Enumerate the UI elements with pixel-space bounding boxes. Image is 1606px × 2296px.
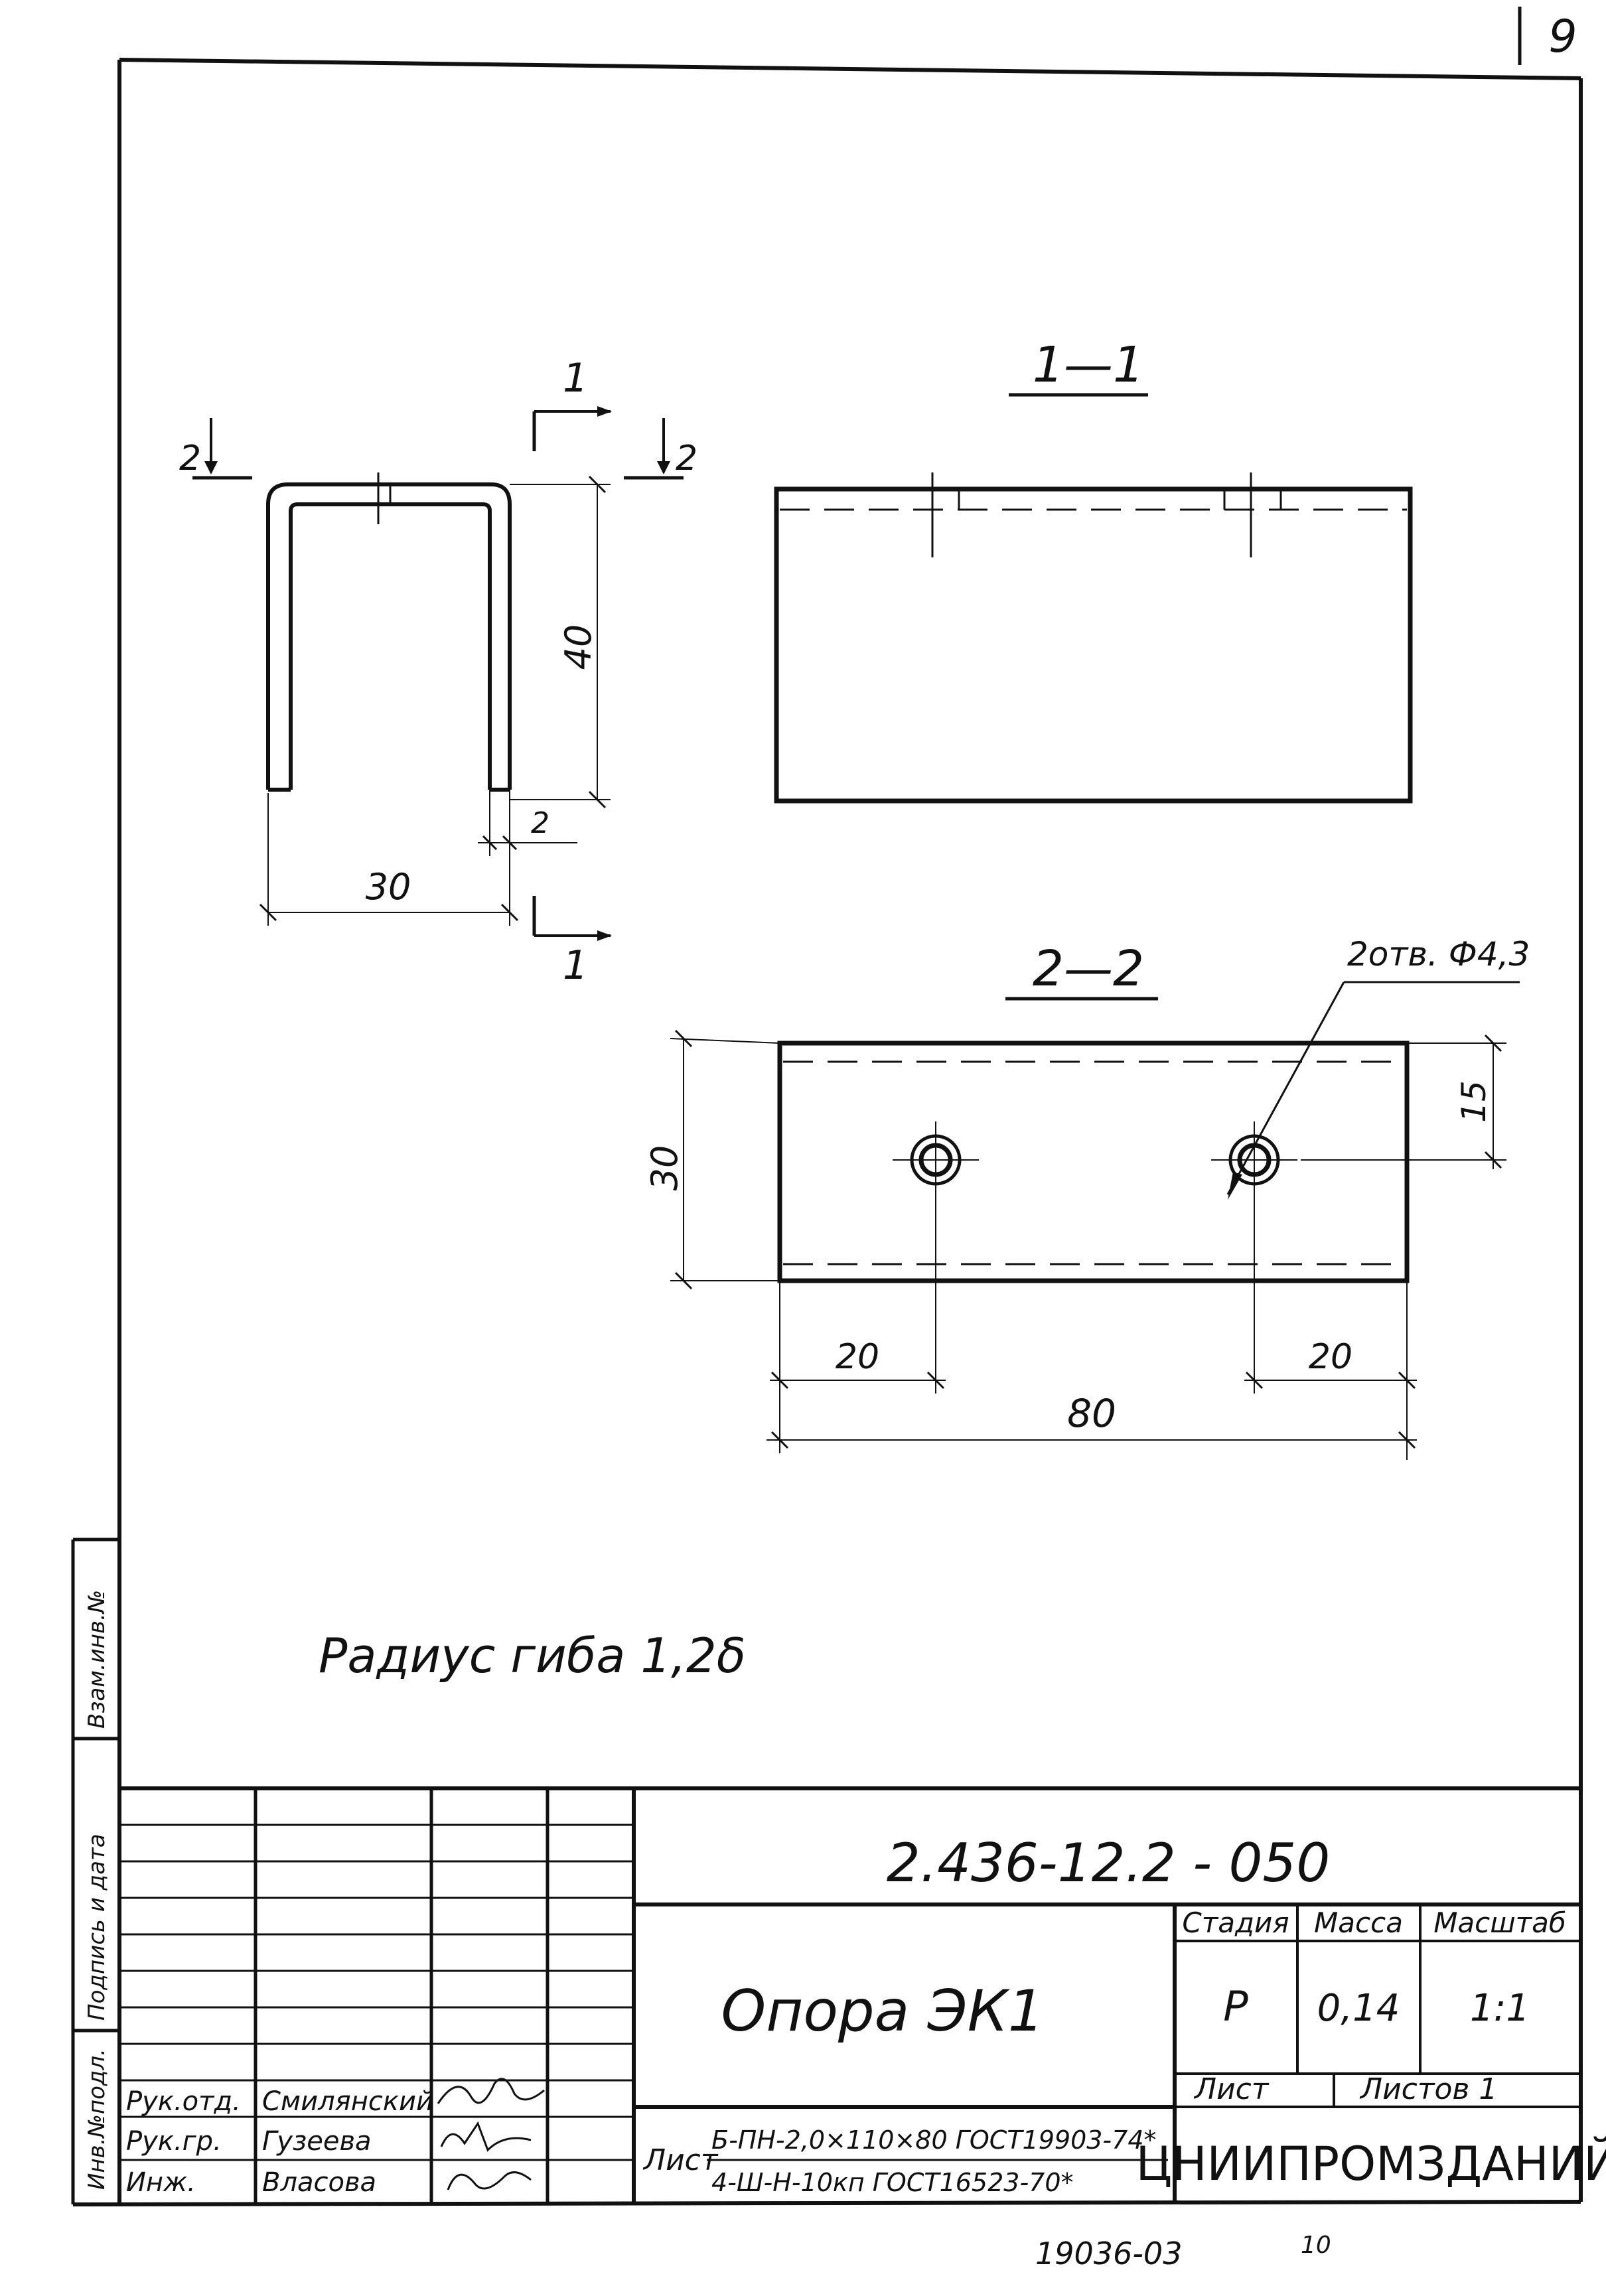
stamp-inv-replace: Взам.инв.№ bbox=[84, 1590, 110, 1729]
value-stage: Р bbox=[1223, 1982, 1248, 2031]
value-scale: 1:1 bbox=[1470, 1987, 1530, 2030]
cut-label-right: 2 bbox=[676, 439, 697, 478]
cut-label-left: 2 bbox=[179, 439, 201, 478]
dim-height-30: 30 bbox=[644, 1145, 686, 1191]
value-mass: 0,14 bbox=[1317, 1987, 1400, 2030]
hole-callout: 2отв. Ф4,3 bbox=[1347, 935, 1530, 973]
staff-name-3: Власова bbox=[262, 2167, 376, 2198]
header-mass: Масса bbox=[1314, 1906, 1403, 1939]
dim-right-20: 20 bbox=[1309, 1337, 1352, 1377]
dim-length-80: 80 bbox=[1067, 1391, 1116, 1436]
section-2-2-title: 2—2 bbox=[1033, 940, 1144, 997]
material-bottom: 4-Ш-Н-10кп ГОСТ16523-70* bbox=[711, 2168, 1074, 2197]
signatures bbox=[437, 2078, 545, 2190]
bend-radius-note: Радиус гиба 1,2δ bbox=[319, 1628, 746, 1684]
staff-role-3: Инж. bbox=[126, 2167, 196, 2198]
part-name: Опора ЭК1 bbox=[721, 1978, 1045, 2045]
staff-role-1: Рук.отд. bbox=[126, 2086, 241, 2117]
section-1-1-title: 1—1 bbox=[1033, 336, 1144, 394]
material-prefix: Лист bbox=[642, 2143, 719, 2177]
header-stage: Стадия bbox=[1182, 1906, 1289, 1939]
sheet-label: Лист bbox=[1193, 2072, 1270, 2106]
footer-page: 10 bbox=[1301, 2232, 1331, 2259]
header-scale: Масштаб bbox=[1433, 1906, 1566, 1939]
material-top: Б-ПН-2,0×110×80 ГОСТ19903-74* bbox=[711, 2125, 1157, 2155]
organization-name: ЦНИИПРОМЗДАНИЙ bbox=[1136, 2137, 1606, 2191]
staff-role-2: Рук.гр. bbox=[126, 2126, 222, 2157]
stamp-sign-date: Подпись и дата bbox=[84, 1833, 110, 2021]
cut-label-top: 1 bbox=[563, 355, 588, 401]
dim-thickness-2: 2 bbox=[531, 806, 549, 840]
sheet-number: 9 bbox=[1548, 11, 1577, 63]
hole-left bbox=[893, 1121, 979, 1394]
archive-number: 19036-03 bbox=[1035, 2236, 1182, 2271]
side-stamp: Инв.№подл. Подпись и дата Взам.инв.№ bbox=[71, 1538, 119, 2204]
hole-right bbox=[1211, 1121, 1297, 1394]
document-number: 2.436-12.2 - 050 bbox=[887, 1832, 1330, 1894]
section-1-1-view: 1—1 bbox=[774, 336, 1413, 804]
dim-left-20: 20 bbox=[836, 1337, 879, 1377]
stamp-inv-orig: Инв.№подл. bbox=[84, 2048, 110, 2190]
staff-name-2: Гузеева bbox=[262, 2126, 372, 2157]
sheet-number-box: 9 bbox=[1518, 7, 1577, 65]
drawing-frame bbox=[72, 58, 1583, 2206]
section-2-2-view: 2—2 2отв. Ф4,3 30 bbox=[644, 935, 1530, 1460]
title-block: Рук.отд. Смилянский Рук.гр. Гузеева Инж.… bbox=[119, 1786, 1606, 2204]
cut-label-bottom: 1 bbox=[563, 942, 588, 989]
dim-width-30: 30 bbox=[366, 866, 411, 908]
dim-edge-15: 15 bbox=[1455, 1080, 1493, 1123]
staff-name-1: Смилянский bbox=[262, 2086, 433, 2117]
sheets-count-label: Листов 1 bbox=[1359, 2072, 1497, 2106]
front-view: 2 2 1 1 40 2 30 bbox=[179, 355, 697, 989]
dim-height-40: 40 bbox=[557, 624, 599, 670]
